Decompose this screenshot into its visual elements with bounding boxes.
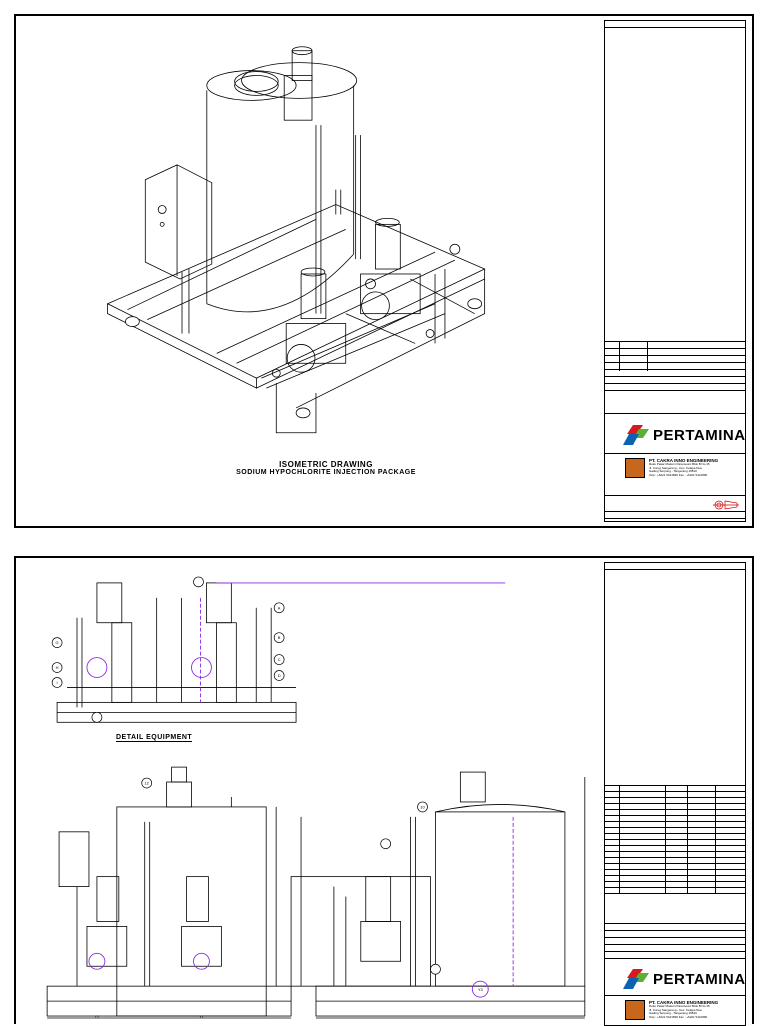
balloon-label: Y2: [94, 1014, 99, 1019]
contractor-address-3: Gading Serpong - Tangerang 15810: [649, 469, 697, 473]
cakra-logo-icon: [625, 1000, 645, 1020]
contractor-contact: Telp : +6221 5421890 Fax : +6221 5421890: [649, 1014, 708, 1019]
pertamina-mark-icon: [623, 969, 649, 989]
contractor-address-2: Jl. Curug Sangereng - Kec. Kelapa Dua: [649, 1007, 702, 1012]
balloon-label: 10: [420, 804, 425, 809]
contractor-address-1: Ruko Pasar Modern Paramount Blok B No.15: [649, 462, 710, 466]
cakra-logo-icon: [625, 458, 645, 478]
pertamina-text: PERTAMINA: [653, 970, 746, 988]
title-block-header: [605, 21, 745, 28]
isometric-drawing: [106, 46, 486, 434]
balloon-label: I: [57, 680, 58, 685]
contractor-name: PT. CAKRA INNO ENGINEERING: [649, 458, 719, 463]
isometric-caption: ISOMETRIC DRAWING SODIUM HYPOCHLORITE IN…: [206, 460, 446, 476]
balloon-label: Y1: [199, 1014, 205, 1019]
contractor-contact: Telp : +6221 5421890 Fax : +6221 5421890: [649, 472, 708, 477]
contractor-address-3: Gading Serpong - Tangerang 15810: [649, 1011, 697, 1015]
drawing-sheet-2: A B C D G H I 12 10 Y3 Y2 Y1 DETAIL EQUI…: [14, 556, 754, 1026]
contractor-block: PT. CAKRA INNO ENGINEERING Ruko Pasar Mo…: [625, 458, 718, 478]
detail-equipment-label: DETAIL EQUIPMENT: [116, 734, 193, 742]
balloon-label: 12: [144, 781, 148, 786]
projection-symbol-icon: [713, 500, 739, 510]
pertamina-logo: PERTAMINA: [623, 969, 746, 989]
balloon-label: Y3: [478, 987, 484, 992]
balloon-label: C: [278, 657, 281, 662]
contractor-name: PT. CAKRA INNO ENGINEERING: [649, 1000, 719, 1005]
caption-line-1: ISOMETRIC DRAWING: [279, 460, 373, 469]
balloon-label: B: [278, 635, 281, 640]
drawing-sheet-1: ISOMETRIC DRAWING SODIUM HYPOCHLORITE IN…: [14, 14, 754, 528]
contractor-address-2: Jl. Curug Sangereng - Kec. Kelapa Dua: [649, 465, 702, 470]
balloon-label: G: [56, 640, 59, 645]
balloon-label: A: [278, 605, 281, 610]
pertamina-logo: PERTAMINA: [623, 425, 746, 445]
title-block-2: PERTAMINA PT. CAKRA INNO ENGINEERING Ruk…: [604, 562, 746, 1026]
contractor-block: PT. CAKRA INNO ENGINEERING Ruko Pasar Mo…: [625, 1000, 718, 1020]
balloon-labels: A B C D G H I 12 10 Y3 Y2 Y1: [56, 605, 484, 1019]
caption-line-2: SODIUM HYPOCHLORITE INJECTION PACKAGE: [236, 469, 416, 476]
title-block-header: [605, 563, 745, 570]
contractor-address-1: Ruko Pasar Modern Paramount Blok B No.15: [649, 1004, 710, 1008]
title-block-1: PERTAMINA PT. CAKRA INNO ENGINEERING Ruk…: [604, 20, 746, 522]
balloon-label: H: [56, 665, 59, 670]
pertamina-text: PERTAMINA: [653, 426, 746, 444]
detail-equipment-drawing: A B C D G H I 12 10 Y3 Y2 Y1: [46, 576, 586, 1019]
pertamina-mark-icon: [623, 425, 649, 445]
balloon-label: D: [278, 673, 281, 678]
